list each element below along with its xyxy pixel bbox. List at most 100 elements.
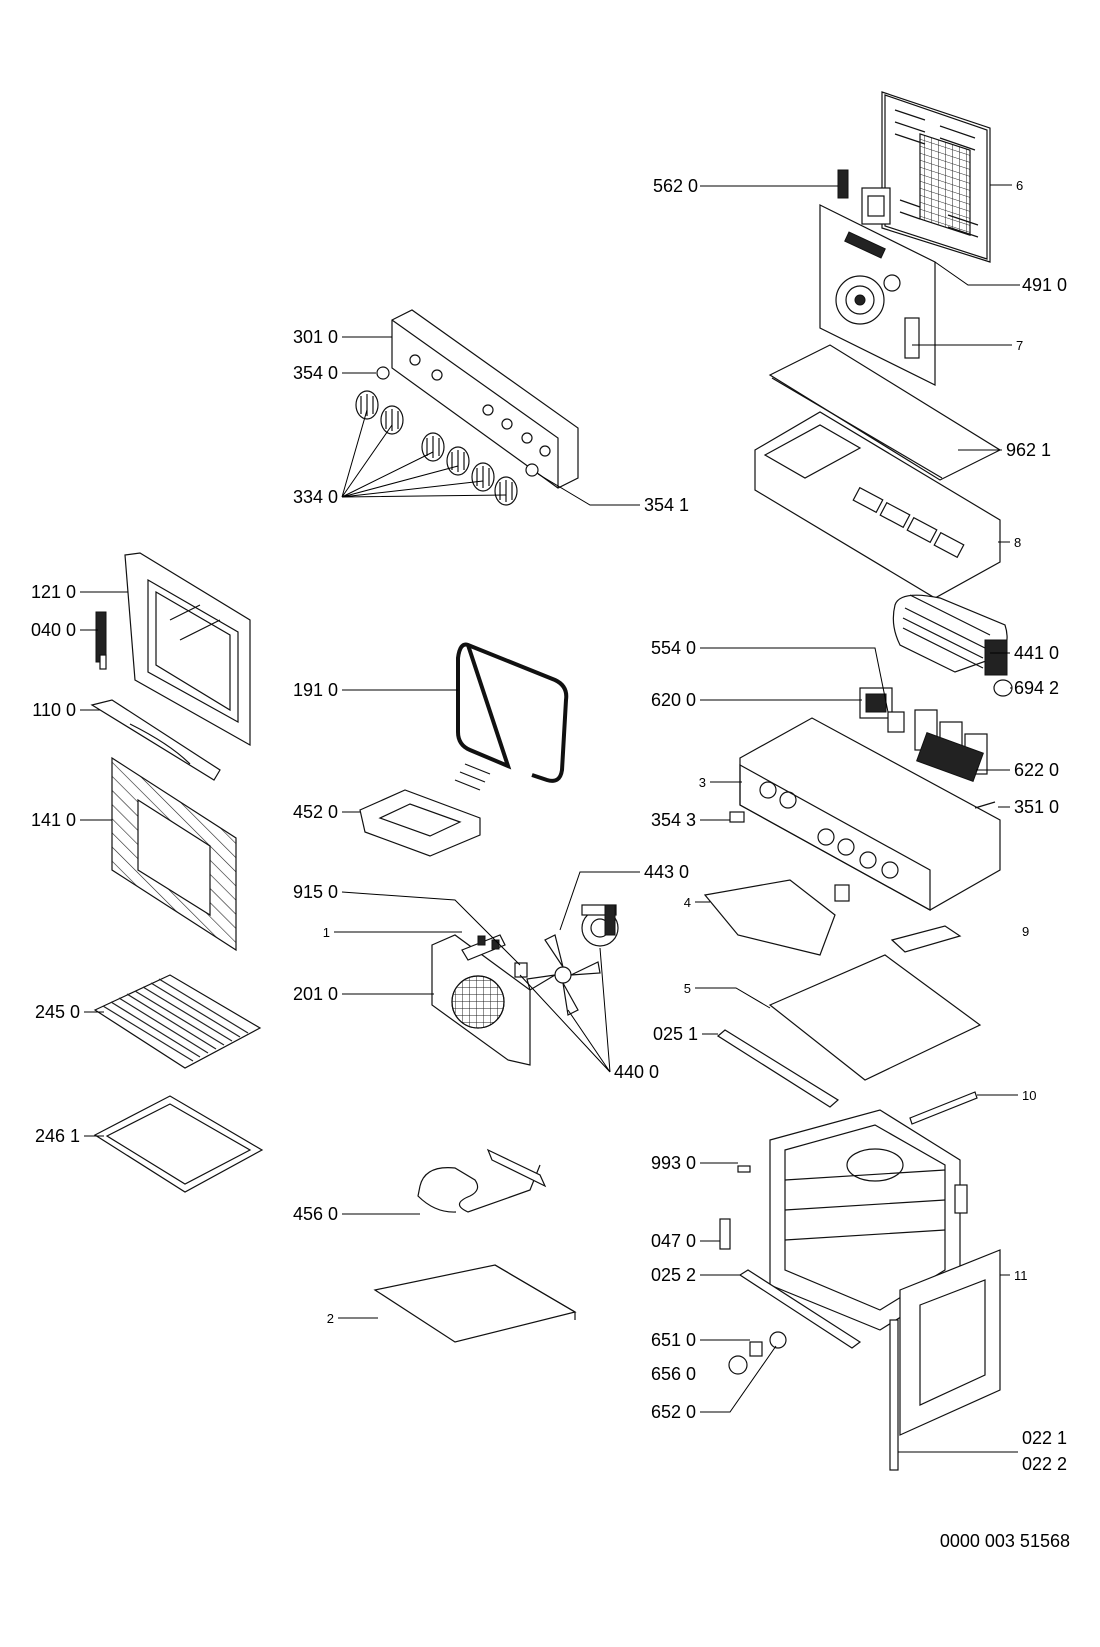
leader-lines [80, 184, 1020, 1453]
label-452-0: 452 0 [293, 802, 338, 822]
label-2: 2 [327, 1311, 334, 1326]
label-694-2: 694 2 [1014, 678, 1059, 698]
label-5: 5 [684, 981, 691, 996]
label-121-0: 121 0 [31, 582, 76, 602]
mounting-plate [819, 204, 936, 386]
label-915-0: 915 0 [293, 882, 338, 902]
fan-motor [581, 904, 619, 947]
label-191-0: 191 0 [293, 680, 338, 700]
label-656-0: 656 0 [651, 1364, 696, 1384]
rear-cover-panel [881, 91, 991, 263]
knob [355, 390, 379, 420]
top-cover [754, 411, 1001, 599]
label-025-1: 025 1 [653, 1024, 698, 1044]
label-440-0: 440 0 [614, 1062, 659, 1082]
label-3: 3 [699, 775, 706, 790]
knob [421, 432, 445, 462]
label-7: 7 [1016, 338, 1023, 353]
label-4: 4 [684, 895, 691, 910]
label-622-0: 622 0 [1014, 760, 1059, 780]
label-047-0: 047 0 [651, 1231, 696, 1251]
trim-strip-022 [889, 1319, 899, 1471]
label-040-0: 040 0 [31, 620, 76, 640]
bottom-cover-plate [373, 1264, 577, 1343]
motor-capacitor [993, 679, 1013, 697]
control-panel-strip [391, 309, 579, 489]
strip-10 [909, 1091, 978, 1125]
fan-blade [526, 934, 601, 1016]
terminal-block-9 [890, 925, 962, 953]
label-8: 8 [1014, 535, 1021, 550]
label-993-0: 993 0 [651, 1153, 696, 1173]
clip-993 [737, 1165, 751, 1173]
label-962-1: 962 1 [1006, 440, 1051, 460]
label-10: 10 [1022, 1088, 1036, 1103]
control-knobs [355, 390, 518, 506]
sensor-351 [974, 801, 996, 809]
thermostat-554 [887, 711, 905, 733]
knob [446, 446, 470, 476]
label-620-0: 620 0 [651, 690, 696, 710]
label-022-2: 022 2 [1022, 1454, 1067, 1474]
label-441-0: 441 0 [1014, 643, 1059, 663]
oven-lamp-assembly [728, 1331, 787, 1375]
bracket-4 [703, 879, 836, 956]
tray-5 [768, 954, 982, 1081]
lamp-354-3 [729, 811, 745, 823]
control-frame-buttons [759, 781, 899, 879]
lower-heating-element [417, 1148, 547, 1213]
control-frame [739, 717, 1001, 912]
indicator-lamp-354-1 [525, 463, 539, 477]
plug-4 [834, 884, 850, 902]
selector-switches [914, 709, 988, 782]
label-141-0: 141 0 [31, 810, 76, 830]
top-cover-vents [852, 486, 965, 559]
label-351-0: 351 0 [1014, 797, 1059, 817]
part-labels: 562 0 6 491 0 7 962 1 8 301 0 354 0 334 … [31, 176, 1067, 1474]
label-354-1: 354 1 [644, 495, 689, 515]
door-seal-gasket [456, 642, 569, 783]
label-652-0: 652 0 [651, 1402, 696, 1422]
switch-620 [859, 687, 893, 719]
knob [471, 462, 495, 492]
tangential-fan [892, 594, 1008, 676]
document-id: 0000 003 51568 [940, 1531, 1070, 1551]
door-inner-glass [111, 756, 237, 952]
rail-025-2 [738, 1269, 862, 1349]
label-651-0: 651 0 [651, 1330, 696, 1350]
label-025-2: 025 2 [651, 1265, 696, 1285]
label-022-1: 022 1 [1022, 1428, 1067, 1448]
label-246-1: 246 1 [35, 1126, 80, 1146]
label-9: 9 [1022, 924, 1029, 939]
oven-wire-shelf [93, 974, 262, 1069]
label-11: 11 [1014, 1268, 1028, 1283]
grill-heating-element [359, 763, 491, 857]
rail-025-1 [716, 1029, 840, 1108]
label-201-0: 201 0 [293, 984, 338, 1004]
knob [494, 476, 518, 506]
oven-baking-tray [93, 1095, 264, 1193]
door-hinge [95, 611, 107, 670]
label-354-3: 354 3 [651, 810, 696, 830]
label-1: 1 [323, 925, 330, 940]
door-switch-047 [719, 1218, 731, 1250]
label-554-0: 554 0 [651, 638, 696, 658]
label-562-0: 562 0 [653, 176, 698, 196]
fan-nut [514, 962, 528, 978]
label-354-0: 354 0 [293, 363, 338, 383]
door-handle [90, 699, 221, 781]
label-6: 6 [1016, 178, 1023, 193]
relay-block [861, 187, 891, 225]
label-110-0: 110 0 [32, 700, 76, 720]
label-456-0: 456 0 [293, 1204, 338, 1224]
label-245-0: 245 0 [35, 1002, 80, 1022]
indicator-lamp-354-0 [376, 366, 390, 380]
fan-cover-panel [431, 934, 531, 1066]
side-panel-11 [899, 1249, 1001, 1436]
label-491-0: 491 0 [1022, 275, 1067, 295]
label-334-0: 334 0 [293, 487, 338, 507]
oven-door [124, 552, 251, 747]
knob [380, 405, 404, 435]
label-301-0: 301 0 [293, 327, 338, 347]
